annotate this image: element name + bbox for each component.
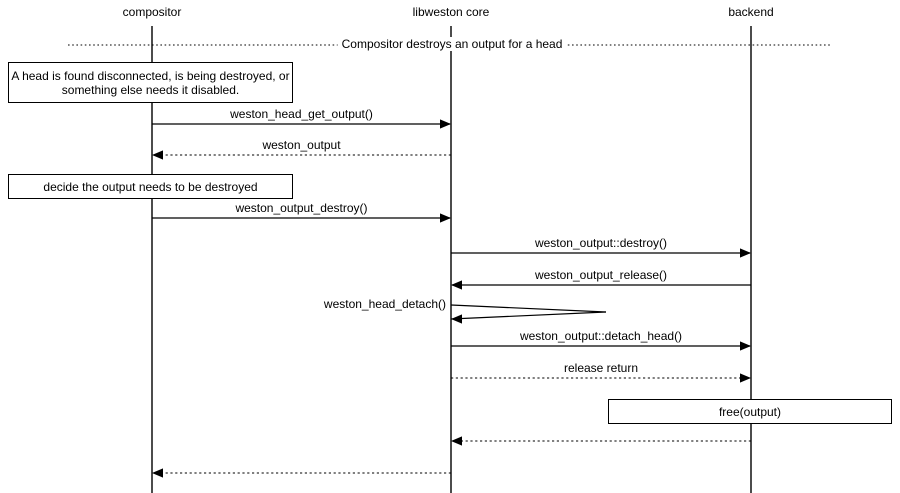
message-weston-head-detach-arrowhead [451,314,462,324]
actor-label-libweston-core: libweston core [412,5,490,19]
message-label-weston-output-detach-head: weston_output::detach_head() [516,329,686,343]
message-release-return-arrowhead [740,373,751,383]
message-backend-return-arrowhead [451,436,462,446]
message-label-weston-head-get-output: weston_head_get_output() [227,107,376,121]
message-weston-output-detach-head-arrowhead [740,341,751,351]
note-decide-destroy: decide the output needs to be destroyed [8,174,293,199]
message-weston-output-destroy-vfunc-arrowhead [740,248,751,258]
note-free-output-text: free(output) [718,404,782,419]
message-label-weston-head-detach: weston_head_detach() [320,297,448,311]
message-label-weston-output-release: weston_output_release() [531,268,671,282]
message-weston-head-detach-upper-line [450,304,607,313]
message-weston-output-return-arrowhead [152,150,163,160]
message-label-release-return: release return [560,361,642,375]
actor-label-compositor: compositor [122,5,182,19]
note-head-disconnected: A head is found disconnected, is being d… [8,62,293,103]
message-weston-head-get-output-arrowhead [440,119,451,129]
separator-label: Compositor destroys an output for a head [337,37,567,51]
message-label-weston-output-return: weston_output [259,138,344,152]
actor-label-backend: backend [728,5,774,19]
message-label-weston-output-destroy: weston_output_destroy() [232,201,371,215]
note-free-output: free(output) [608,399,892,424]
message-weston-output-release-arrowhead [451,280,462,290]
message-core-return-to-compositor-arrowhead [152,468,163,478]
note-decide-destroy-text: decide the output needs to be destroyed [43,179,258,194]
message-weston-head-detach-lower-line [450,311,607,320]
message-label-weston-output-destroy-vfunc: weston_output::destroy() [531,236,671,250]
note-head-disconnected-text: A head is found disconnected, is being d… [11,68,290,97]
message-weston-output-destroy-arrowhead [440,213,451,223]
